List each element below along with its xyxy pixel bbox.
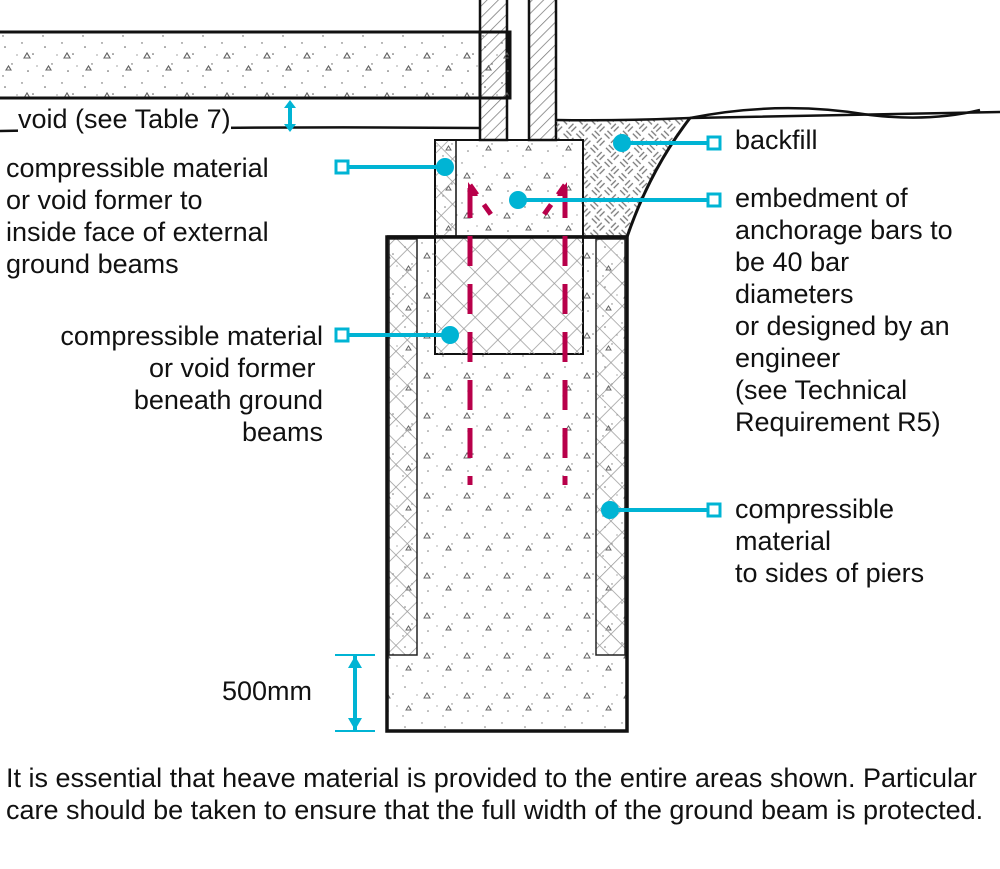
label-void: void (see Table 7)	[18, 103, 231, 135]
label-backfill: backfill	[735, 125, 818, 155]
caption-note: It is essential that heave material is p…	[6, 763, 984, 825]
ground-beam	[434, 139, 584, 238]
label-compressible-external: compressible material or void former to …	[6, 153, 269, 279]
pier-side-compressible-left	[388, 238, 418, 656]
leader-marker	[334, 159, 350, 175]
label-compressible-beneath: compressible material or void former ben…	[60, 321, 323, 447]
beam-side-compressible	[434, 139, 457, 238]
leader-marker	[706, 192, 722, 208]
leader-marker	[334, 327, 350, 343]
pier-side-compressible-right	[595, 238, 626, 656]
leader-marker	[706, 502, 722, 518]
dimension-label: 500mm	[222, 676, 313, 706]
backfill	[556, 118, 690, 237]
ground-line-right	[689, 106, 981, 120]
leader-marker	[706, 135, 722, 151]
wall-leaf-right	[527, 0, 558, 142]
label-compressible-piers: compressible material to sides of piers	[735, 494, 925, 588]
label-embedment: embedment of anchorage bars to be 40 bar…	[735, 183, 953, 437]
leader-lines	[284, 100, 714, 732]
